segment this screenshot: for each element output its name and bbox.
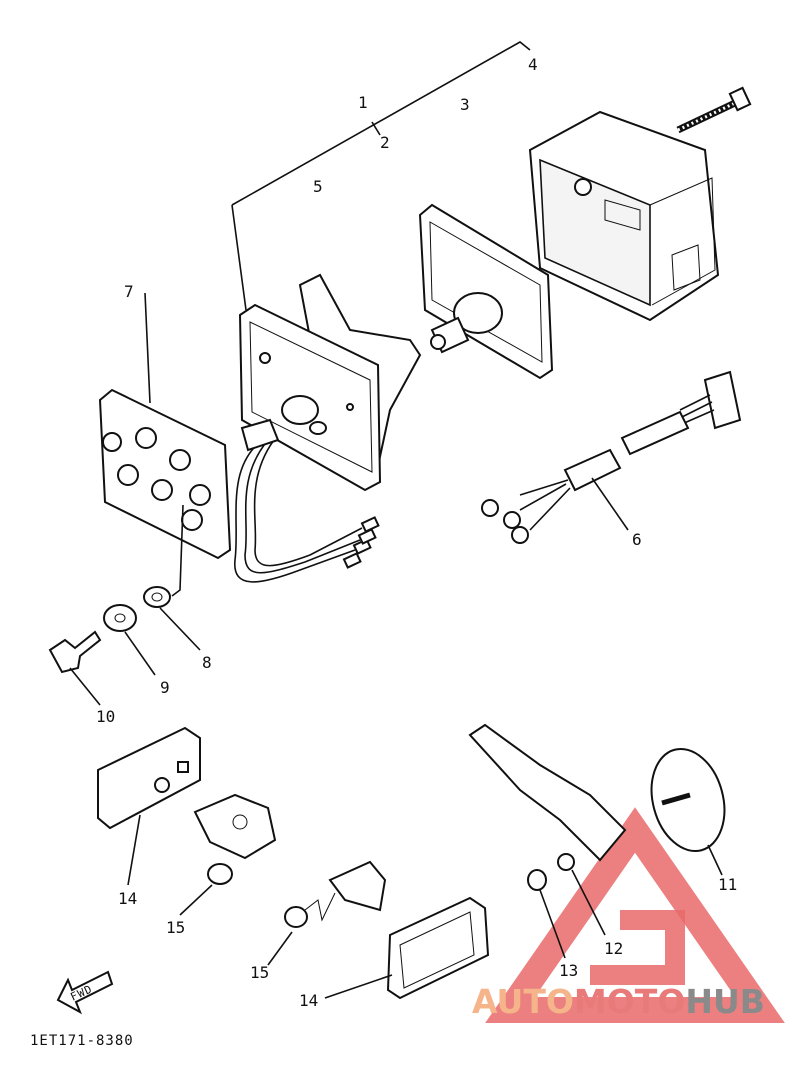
callout-15-right: 15 — [250, 963, 269, 982]
callout-8: 8 — [202, 653, 212, 672]
callout-3: 3 — [460, 95, 470, 114]
part-screw — [676, 86, 752, 134]
part-wire-harness — [481, 370, 742, 544]
part-washers-bolt — [48, 504, 201, 706]
diagram-code: 1ET171-8380 — [30, 1033, 134, 1049]
callout-14-left: 14 — [118, 889, 137, 908]
part-bulb — [430, 292, 503, 354]
watermark-triangle-logo — [485, 807, 785, 1023]
part-left-reflector — [97, 726, 277, 916]
watermark-text: AUTOMOTOHUB — [472, 982, 765, 1021]
callout-7: 7 — [124, 282, 134, 301]
part-rear-plate — [98, 292, 232, 560]
part-base-housing — [238, 273, 422, 492]
part-right-bracket — [267, 723, 627, 1000]
callout-6: 6 — [632, 530, 642, 549]
callout-14-right: 14 — [299, 991, 318, 1010]
callout-4: 4 — [528, 55, 538, 74]
base-wires — [234, 418, 380, 583]
callout-10: 10 — [96, 707, 115, 726]
callout-13: 13 — [559, 961, 578, 980]
callout-2: 2 — [380, 133, 390, 152]
callout-12: 12 — [604, 939, 623, 958]
part-gasket — [418, 203, 554, 380]
assembly-bracket — [231, 41, 531, 311]
callout-15-left: 15 — [166, 918, 185, 937]
fwd-arrow-icon — [56, 970, 114, 1015]
part-round-reflector — [527, 747, 726, 959]
callout-1: 1 — [358, 93, 368, 112]
callout-5: 5 — [313, 177, 323, 196]
callout-11: 11 — [718, 875, 737, 894]
part-lens-housing — [528, 110, 720, 322]
callout-9: 9 — [160, 678, 170, 697]
